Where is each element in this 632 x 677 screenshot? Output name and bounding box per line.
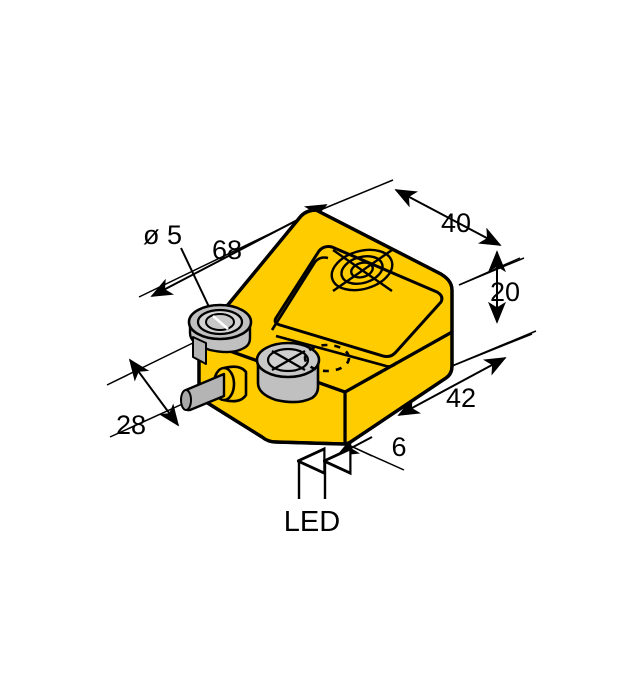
label-diameter-5: ø 5 [143, 220, 182, 250]
dashed-circle-marker [303, 343, 351, 373]
mounting-hole [187, 303, 253, 365]
adjustment-screw [255, 341, 321, 404]
label-40: 40 [441, 208, 471, 238]
label-42: 42 [446, 383, 476, 413]
mounting-hole-slot [212, 315, 229, 330]
dimension-line-42 [397, 357, 507, 416]
dimension-line-28 [128, 358, 180, 427]
sensing-face-target-symbol [330, 248, 394, 292]
dimension-labels: ø 5 68 40 20 42 6 28 LED [116, 208, 520, 538]
cable-end-cap [180, 389, 192, 411]
label-led: LED [284, 506, 340, 538]
adjustment-screw-cross-b [271, 350, 306, 371]
cable-gland [180, 365, 248, 412]
label-68: 68 [212, 235, 242, 265]
label-20: 20 [490, 277, 520, 307]
sensing-pad-step [270, 256, 329, 331]
housing-edge-top-right [344, 330, 453, 394]
label-6: 6 [391, 432, 406, 462]
label-28: 28 [116, 410, 146, 440]
led-indicator-arrows [299, 461, 325, 499]
dimension-lines [128, 189, 507, 456]
sensing-pad-outline [273, 245, 444, 358]
housing-silhouette [197, 208, 454, 446]
mounting-hole-tab [192, 336, 207, 365]
dimension-line-40 [394, 189, 502, 246]
